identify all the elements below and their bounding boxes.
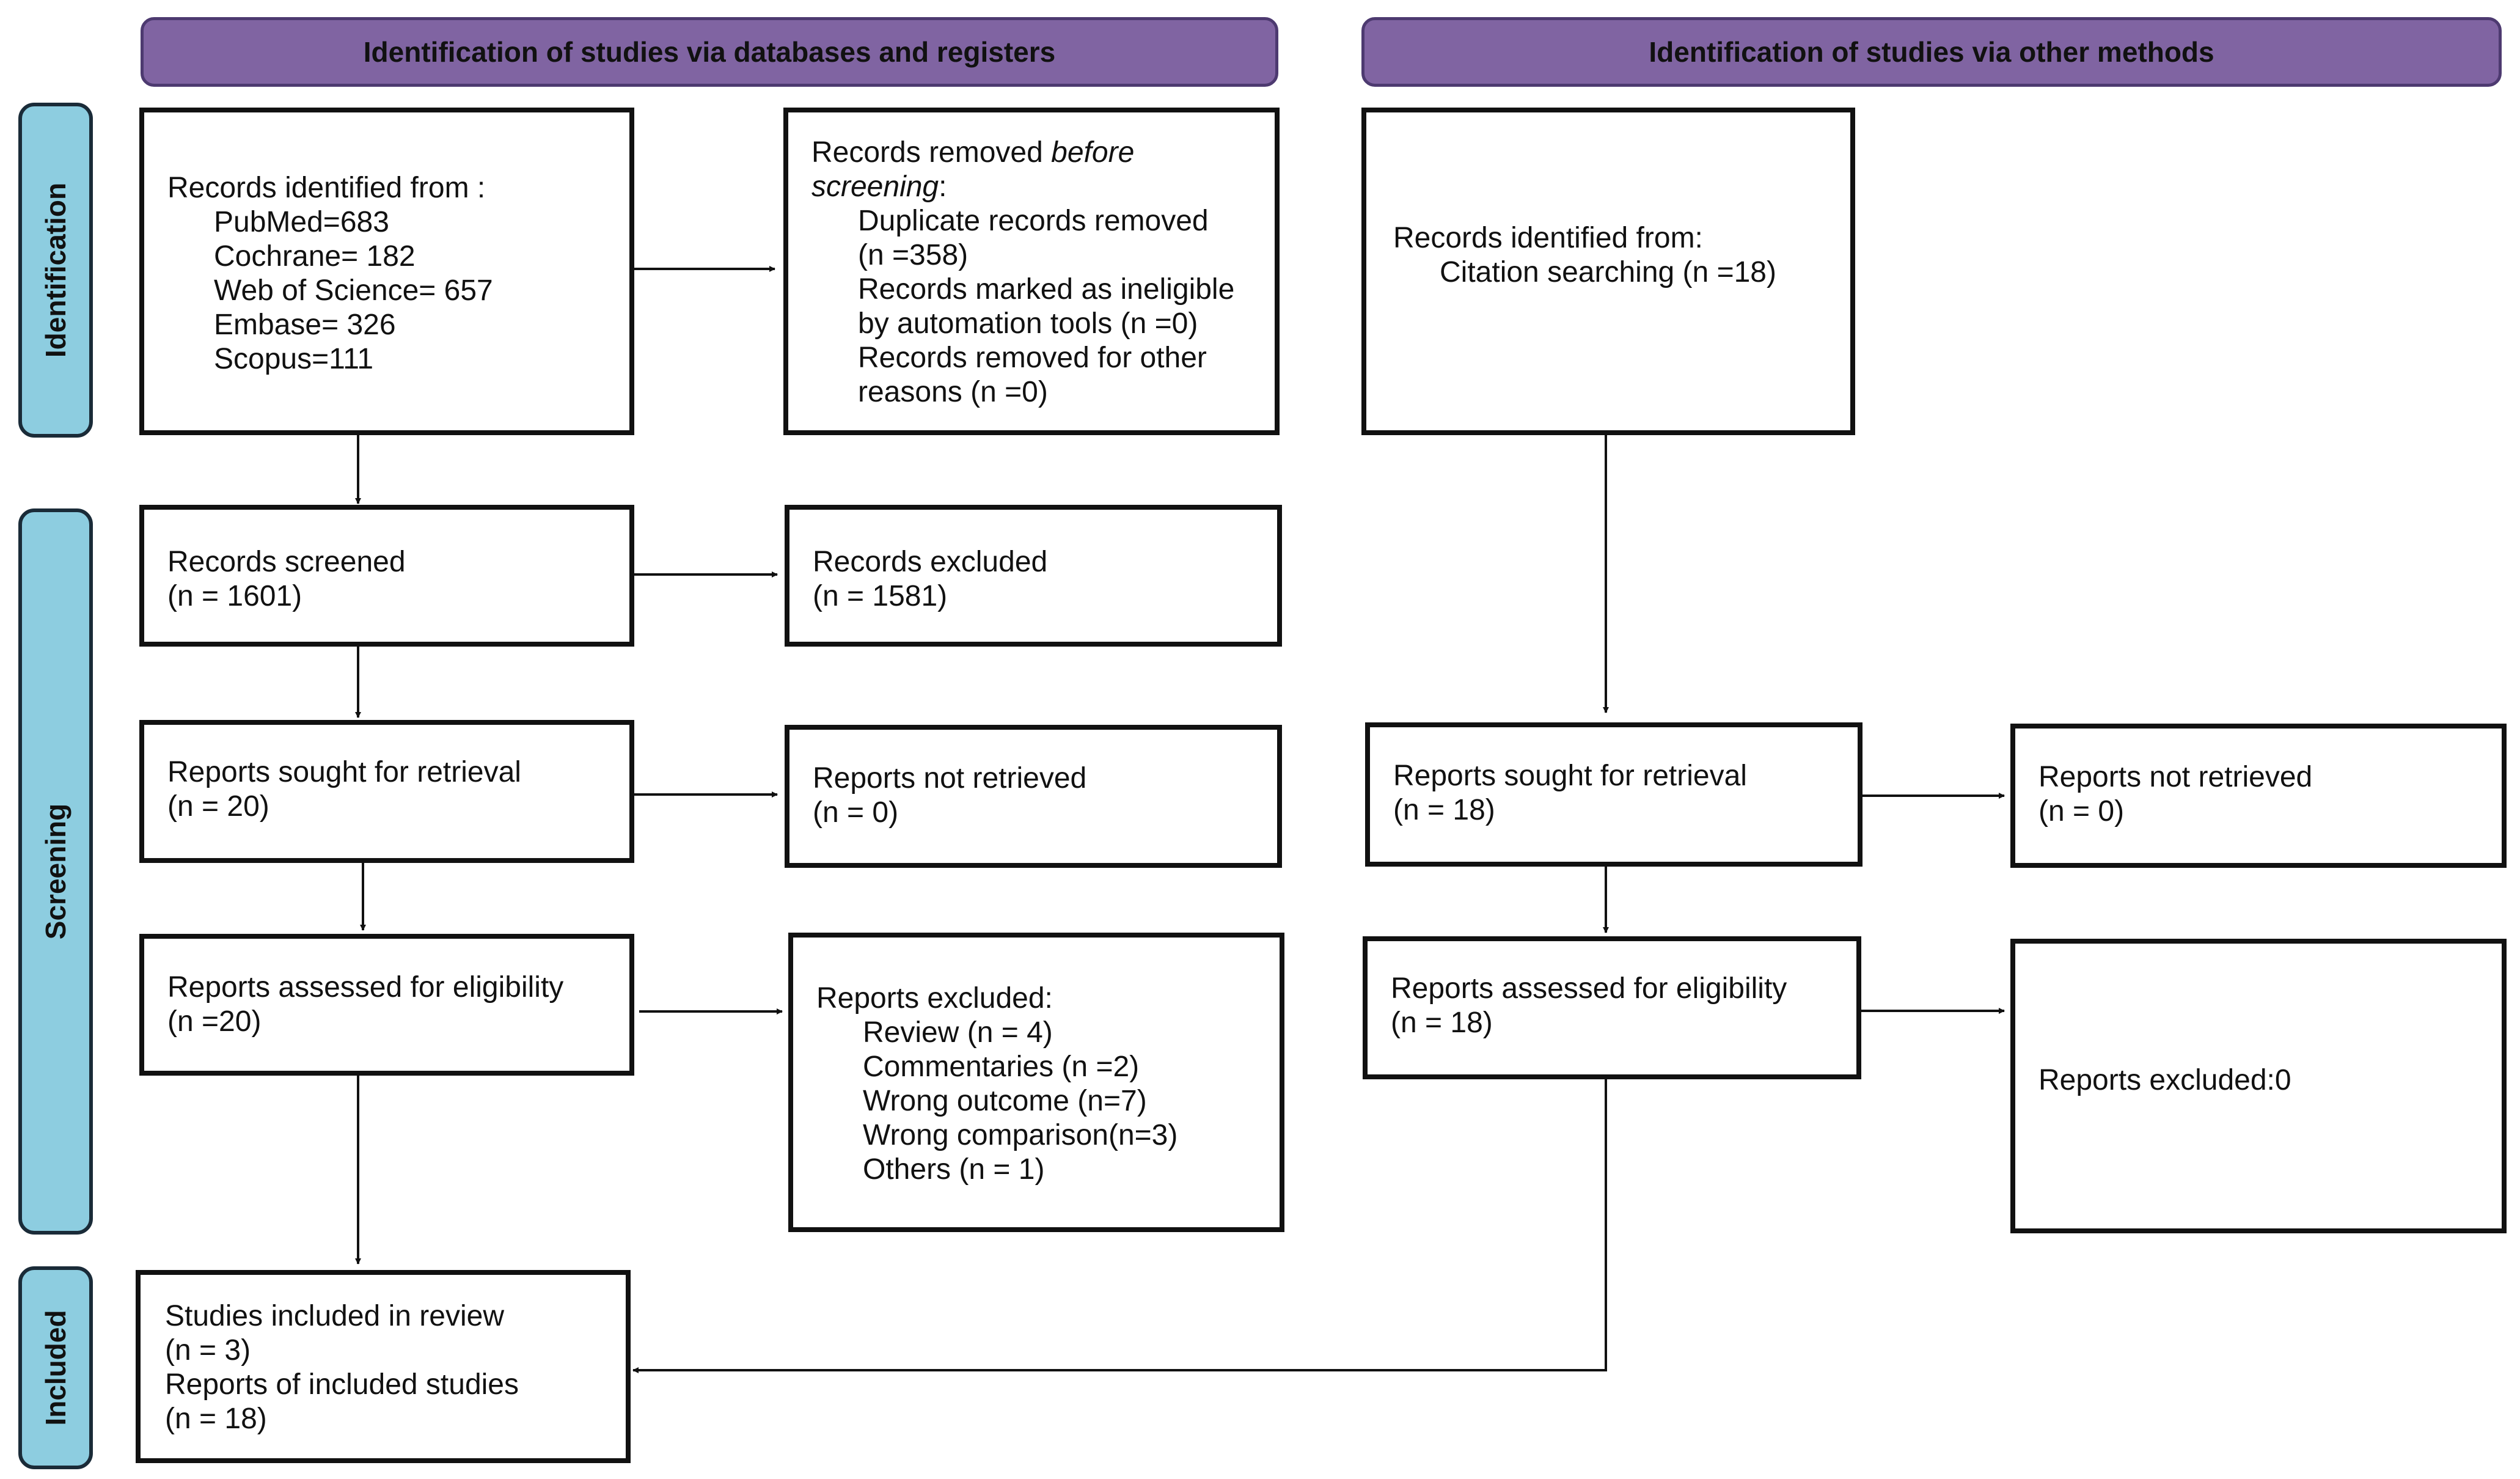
box-other-reports-excluded: Reports excluded:0 — [2010, 939, 2507, 1233]
removed-line-1: Duplicate records removed — [858, 205, 1209, 237]
box-other-reports-not-retrieved: Reports not retrieved (n = 0) — [2010, 724, 2507, 868]
box-other-reports-assessed: Reports assessed for eligibility (n = 18… — [1363, 936, 1861, 1079]
box-records-excluded: Records excluded (n = 1581) — [785, 505, 1282, 647]
other-reports-assessed-count: (n = 18) — [1391, 1007, 1493, 1039]
stage-included: Included — [18, 1266, 93, 1469]
other-reports-excluded-title: Reports excluded:0 — [2038, 1064, 2291, 1096]
other-reports-assessed-title: Reports assessed for eligibility — [1391, 972, 1787, 1005]
records-removed-prefix: Records removed — [811, 136, 1052, 169]
box-reports-excluded: Reports excluded: Review (n = 4) Comment… — [788, 933, 1284, 1232]
source-cochrane: Cochrane= 182 — [214, 240, 416, 273]
removed-line-4: by automation tools (n =0) — [858, 307, 1198, 340]
source-scopus: Scopus=111 — [214, 343, 374, 375]
removed-line-6: reasons (n =0) — [858, 376, 1048, 408]
stage-identification: Identification — [18, 103, 93, 438]
other-reports-not-retrieved-title: Reports not retrieved — [2038, 761, 2313, 793]
box-reports-sought: Reports sought for retrieval (n = 20) — [139, 720, 634, 863]
records-identified-title: Records identified from : — [167, 172, 486, 204]
arrow-other-assessed-to-included — [632, 1077, 1607, 1373]
records-excluded-count: (n = 1581) — [813, 580, 948, 612]
included-line-1: Studies included in review — [165, 1300, 504, 1332]
included-line-2: (n = 3) — [165, 1334, 251, 1367]
box-other-reports-sought: Reports sought for retrieval (n = 18) — [1365, 722, 1863, 867]
records-removed-italic-2: screening — [811, 171, 939, 203]
other-records-identified-title: Records identified from: — [1393, 222, 1703, 254]
reports-sought-count: (n = 20) — [167, 790, 269, 823]
box-records-screened: Records screened (n = 1601) — [139, 505, 634, 647]
other-source-citation: Citation searching (n =18) — [1440, 256, 1776, 288]
box-studies-included: Studies included in review (n = 3) Repor… — [136, 1270, 631, 1463]
removed-line-2: (n =358) — [858, 239, 969, 271]
records-screened-title: Records screened — [167, 546, 406, 578]
records-removed-title: Records removed before — [811, 136, 1275, 170]
records-removed-italic: before — [1051, 136, 1135, 169]
records-screened-count: (n = 1601) — [167, 580, 302, 612]
reports-assessed-count: (n =20) — [167, 1005, 262, 1038]
source-pubmed: PubMed=683 — [214, 206, 389, 238]
source-embase: Embase= 326 — [214, 309, 396, 341]
box-reports-not-retrieved: Reports not retrieved (n = 0) — [785, 725, 1282, 868]
reports-assessed-title: Reports assessed for eligibility — [167, 971, 564, 1004]
included-line-3: Reports of included studies — [165, 1368, 519, 1401]
removed-line-3: Records marked as ineligible — [858, 273, 1235, 306]
excluded-reason-4: Wrong comparison(n=3) — [863, 1119, 1178, 1151]
header-other-methods: Identification of studies via other meth… — [1361, 17, 2502, 87]
excluded-reason-1: Review (n = 4) — [863, 1016, 1053, 1049]
records-removed-title-2: screening: — [811, 170, 1275, 204]
header-databases: Identification of studies via databases … — [141, 17, 1278, 87]
reports-sought-title: Reports sought for retrieval — [167, 756, 521, 788]
reports-excluded-title: Reports excluded: — [816, 982, 1053, 1015]
other-reports-sought-title: Reports sought for retrieval — [1393, 760, 1747, 792]
source-web-of-science: Web of Science= 657 — [214, 274, 493, 307]
reports-not-retrieved-count: (n = 0) — [813, 796, 899, 829]
excluded-reason-3: Wrong outcome (n=7) — [863, 1085, 1147, 1117]
removed-line-5: Records removed for other — [858, 342, 1207, 374]
records-removed-suffix: : — [939, 171, 947, 203]
other-reports-not-retrieved-count: (n = 0) — [2038, 795, 2125, 828]
box-reports-assessed: Reports assessed for eligibility (n =20) — [139, 934, 634, 1076]
box-other-records-identified: Records identified from: Citation search… — [1361, 108, 1855, 435]
box-records-identified: Records identified from : PubMed=683 Coc… — [139, 108, 634, 435]
reports-not-retrieved-title: Reports not retrieved — [813, 762, 1087, 795]
included-line-4: (n = 18) — [165, 1403, 267, 1435]
box-records-removed: Records removed before screening: Duplic… — [783, 108, 1280, 435]
records-excluded-title: Records excluded — [813, 546, 1048, 578]
excluded-reason-2: Commentaries (n =2) — [863, 1051, 1140, 1083]
excluded-reason-5: Others (n = 1) — [863, 1153, 1045, 1186]
other-reports-sought-count: (n = 18) — [1393, 794, 1495, 826]
stage-screening: Screening — [18, 508, 93, 1235]
